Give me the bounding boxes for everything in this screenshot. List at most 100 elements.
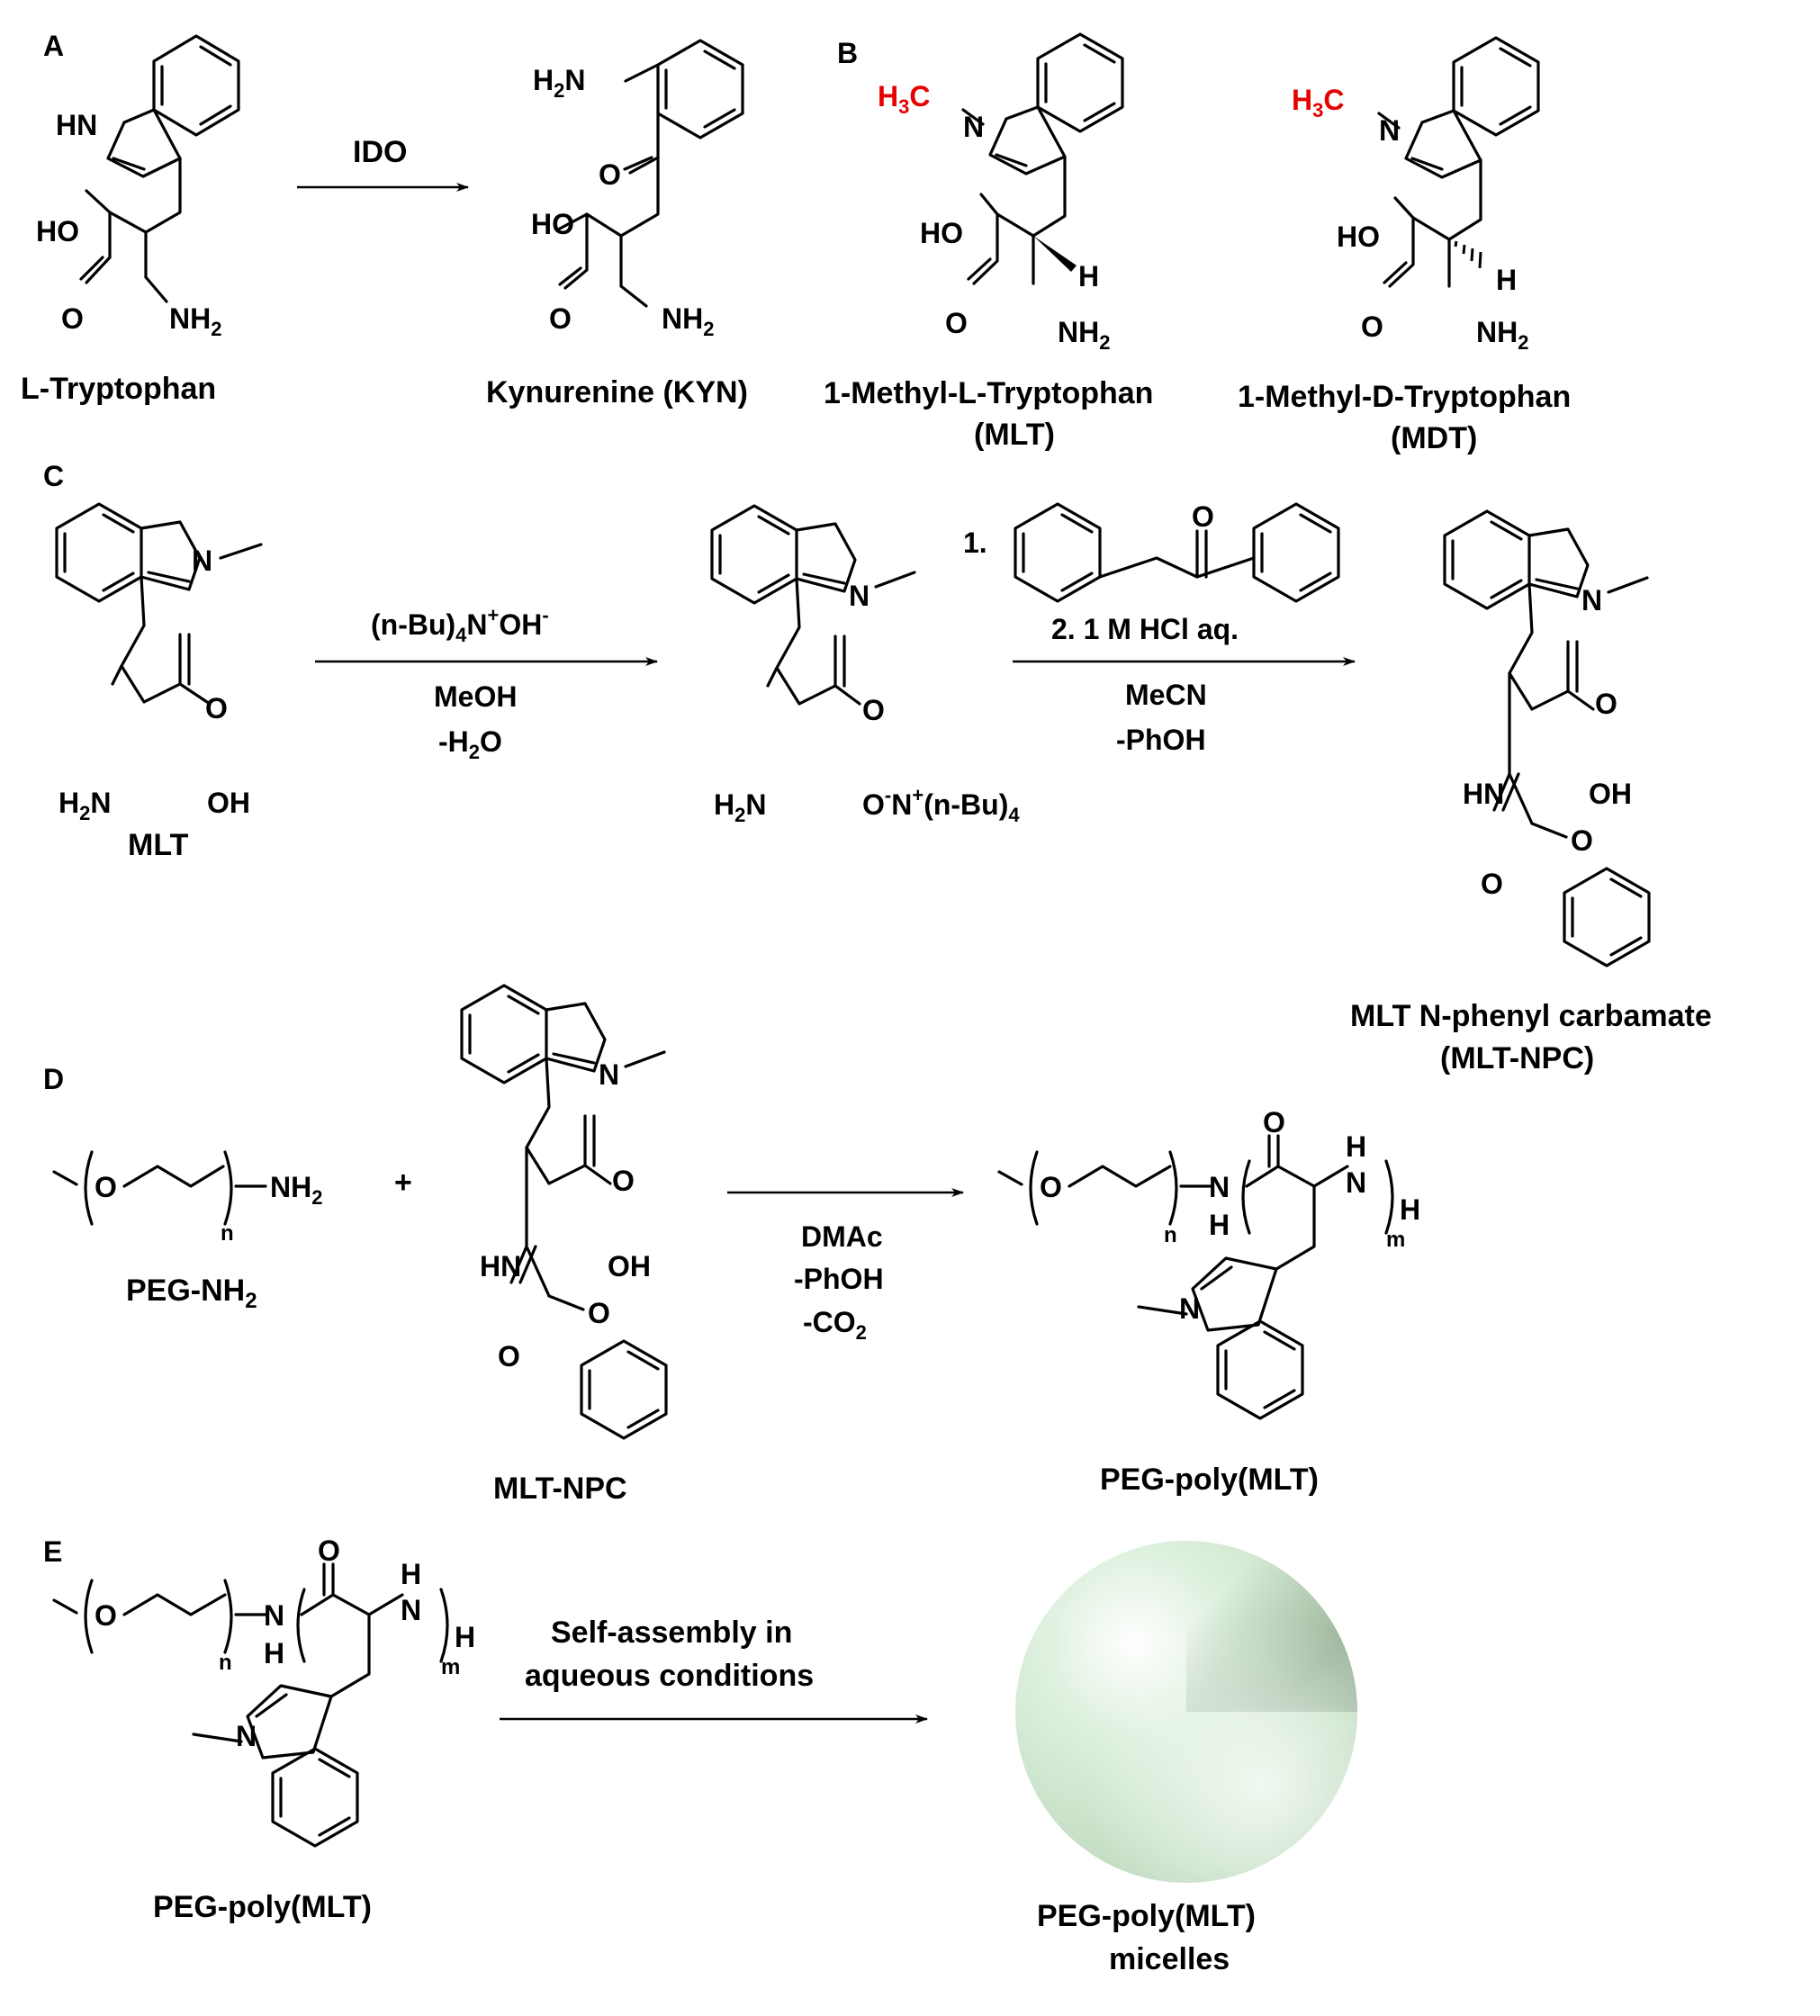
ppm-e-amide-n: N	[264, 1599, 284, 1632]
step-1-number: 1.	[963, 526, 987, 559]
mlt-tba-salt-structure	[710, 504, 916, 706]
atom-o: O	[61, 302, 84, 335]
ppm-d-indole-n: N	[1179, 1292, 1200, 1325]
water-byproduct: -H2O	[438, 725, 502, 763]
mecn-solvent: MeCN	[1125, 679, 1207, 711]
dmac-solvent: DMAc	[801, 1220, 883, 1253]
mlt-c-structure	[55, 502, 263, 704]
ppm-d-backbone-n: N	[1346, 1166, 1366, 1199]
mlt-b-ho: HO	[920, 217, 963, 249]
mlt-npc-c-hn: HN	[1463, 778, 1504, 810]
kynurenine-structure	[556, 39, 744, 308]
ppm-e-end-h: H	[455, 1621, 475, 1653]
tba-salt-n: N	[849, 580, 869, 612]
ppm-e-n-repeat: n	[219, 1651, 232, 1675]
mlt-b-abbr: (MLT)	[974, 418, 1055, 452]
diphenyl-carbonate-structure	[1014, 502, 1340, 603]
ppm-e-indole-n: N	[236, 1720, 257, 1752]
mdt-structure	[1377, 36, 1540, 288]
tba-salt-o: O	[862, 694, 885, 726]
mlt-npc-c-n: N	[1581, 584, 1602, 616]
kyn-o: O	[549, 302, 572, 335]
peg-n-repeat: n	[221, 1221, 234, 1246]
mlt-npc-d-o: O	[612, 1165, 635, 1197]
atom-ho: HO	[36, 215, 79, 248]
ppm-d-amide-n: N	[1209, 1171, 1230, 1203]
ppm-e-m-repeat: m	[441, 1655, 460, 1679]
mlt-c-label: MLT	[128, 828, 189, 862]
kynurenine-label: Kynurenine (KYN)	[486, 375, 748, 410]
tba-salt-carboxylate: O-N+(n-Bu)4	[862, 784, 1020, 826]
mlt-c-h2n: H2N	[59, 787, 111, 824]
ppm-d-backbone-h: H	[1346, 1130, 1366, 1163]
ppm-d-o: O	[1040, 1171, 1062, 1203]
mlt-b-nh2: NH2	[1058, 316, 1110, 354]
panel-label-d: D	[43, 1063, 64, 1095]
self-assembly-line2: aqueous conditions	[525, 1659, 814, 1693]
co2-byproduct: -CO2	[803, 1306, 867, 1344]
mlt-npc-c-structure	[1443, 509, 1651, 968]
ppm-d-amide-h: H	[1209, 1209, 1230, 1241]
peg-poly-mlt-d-structure	[997, 1134, 1394, 1420]
panel-label-e: E	[43, 1535, 62, 1568]
mlt-b-methyl: H3C	[878, 80, 930, 118]
ido-enzyme-label: IDO	[353, 135, 407, 169]
mdt-n: N	[1379, 114, 1400, 147]
atom-nh2: NH2	[169, 302, 221, 340]
kyn-ketone-o: O	[599, 158, 621, 191]
mlt-b-o: O	[945, 307, 968, 339]
ppm-d-end-h: H	[1400, 1193, 1420, 1226]
mdt-methyl: H3C	[1292, 84, 1344, 122]
peg-nh2-amine: NH2	[270, 1171, 322, 1209]
mlt-npc-c-oh: OH	[1589, 778, 1632, 810]
mlt-npc-d-carbonyl-o: O	[498, 1340, 520, 1372]
mlt-c-oh: OH	[207, 787, 250, 819]
plus-sign: +	[394, 1166, 412, 1200]
meoh-solvent: MeOH	[434, 680, 517, 713]
ppm-e-amide-h: H	[264, 1637, 284, 1670]
phoh-byproduct-c: -PhOH	[1116, 724, 1206, 756]
mlt-b-name: 1-Methyl-L-Tryptophan	[824, 376, 1153, 410]
ppm-e-backbone-n: N	[401, 1594, 421, 1626]
kyn-ho: HO	[531, 208, 574, 240]
micelles-label-line2: micelles	[1109, 1942, 1230, 1976]
mlt-b-structure	[961, 32, 1124, 285]
peg-poly-mlt-e-label: PEG-poly(MLT)	[153, 1890, 372, 1924]
ppm-d-m-repeat: m	[1386, 1228, 1405, 1252]
mlt-npc-d-ester-o: O	[588, 1297, 610, 1329]
l-tryptophan-label: L-Tryptophan	[21, 372, 216, 406]
mlt-npc-d-label: MLT-NPC	[493, 1472, 627, 1506]
mlt-npc-d-n: N	[599, 1058, 619, 1091]
mlt-b-h: H	[1078, 260, 1099, 292]
ppm-e-carbonyl-o: O	[318, 1534, 340, 1567]
mdt-h: H	[1496, 264, 1517, 296]
self-assembly-line1: Self-assembly in	[551, 1616, 792, 1650]
mdt-o: O	[1361, 310, 1383, 343]
mlt-npc-d-hn: HN	[480, 1250, 521, 1282]
mlt-npc-full-name: MLT N-phenyl carbamate	[1350, 999, 1712, 1033]
mlt-b-n: N	[963, 111, 984, 143]
micelle-sphere	[1015, 1541, 1357, 1883]
tba-salt-h2n: H2N	[714, 788, 766, 826]
panel-label-c: C	[43, 460, 64, 492]
mlt-c-n: N	[192, 544, 212, 577]
phoh-byproduct-d: -PhOH	[794, 1263, 884, 1295]
peg-o: O	[95, 1171, 117, 1203]
ppm-e-backbone-h: H	[401, 1558, 421, 1590]
mlt-c-o: O	[205, 692, 228, 724]
peg-nh2-structure	[52, 1150, 267, 1226]
mlt-npc-d-oh: OH	[608, 1250, 651, 1282]
mdt-ho: HO	[1337, 220, 1380, 253]
atom-hn: HN	[56, 109, 97, 141]
mlt-npc-c-ester-o: O	[1571, 824, 1593, 857]
peg-nh2-label: PEG-NH2	[126, 1274, 257, 1313]
micelles-label-line1: PEG-poly(MLT)	[1037, 1899, 1256, 1933]
kyn-amine: H2N	[533, 64, 585, 102]
panel-label-b: B	[837, 37, 858, 69]
peg-poly-mlt-e-structure	[52, 1562, 449, 1848]
peg-poly-mlt-d-label: PEG-poly(MLT)	[1100, 1462, 1319, 1497]
mdt-abbr: (MDT)	[1391, 421, 1477, 455]
kyn-nh2: NH2	[662, 302, 714, 340]
hcl-workup: 2. 1 M HCl aq.	[1051, 613, 1239, 645]
